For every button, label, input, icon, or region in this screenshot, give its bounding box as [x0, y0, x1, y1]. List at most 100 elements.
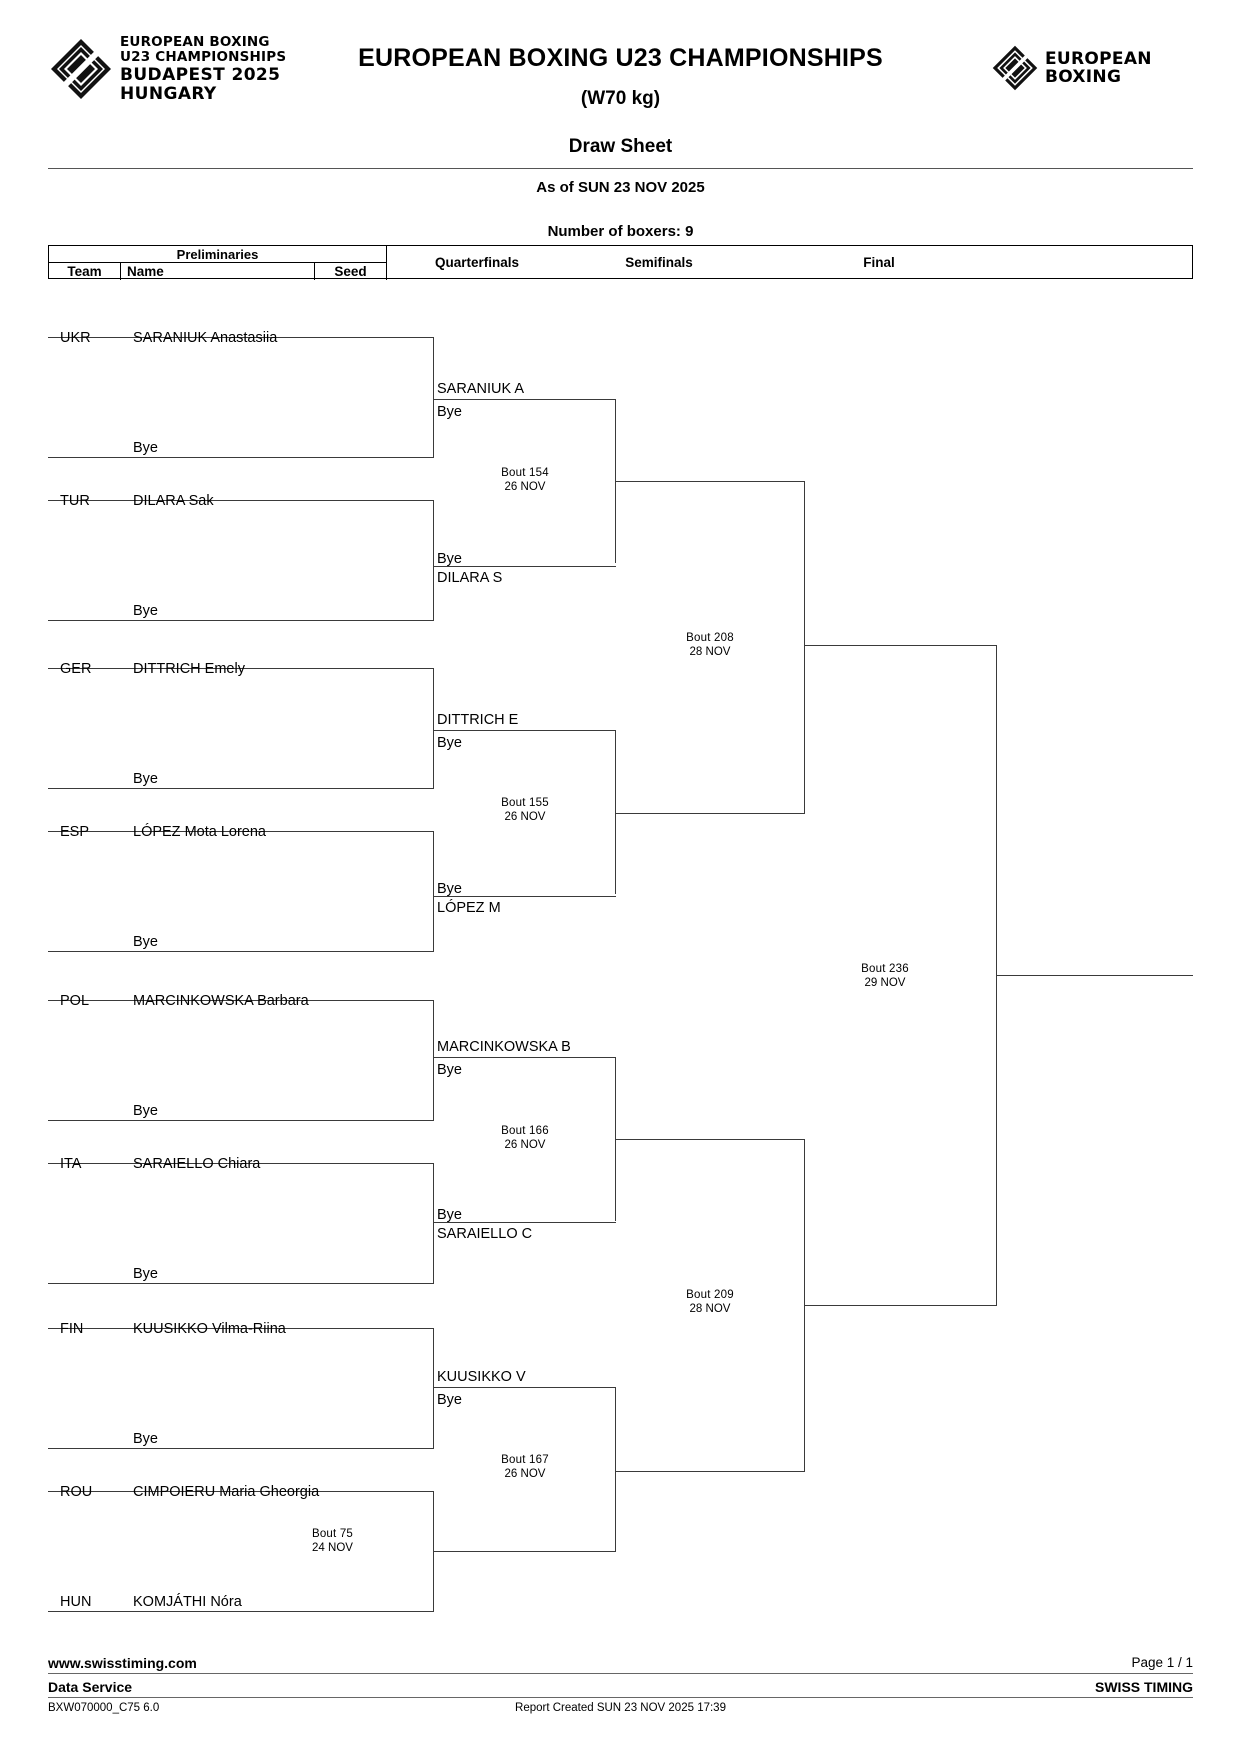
qf-6-top-name: Bye — [437, 1207, 462, 1223]
prelim-line-5-top — [48, 1000, 434, 1002]
final-winner-line — [996, 975, 1193, 977]
prelim-line-2-top — [48, 500, 434, 502]
prelim-team-4: ESP — [60, 824, 90, 840]
qf-4-line-right — [615, 1387, 617, 1551]
column-header-seed: Seed — [315, 263, 387, 280]
prelim-line-6-bottom — [48, 1283, 434, 1285]
sf-bout-209: Bout 209 28 NOV — [640, 1288, 780, 1316]
logo-line-4: HUNGARY — [120, 83, 217, 104]
sf-1-line-right — [804, 481, 806, 814]
qf-bout-154: Bout 154 26 NOV — [455, 466, 595, 494]
prelim-line-6-right — [433, 1163, 435, 1284]
bracket-column-header: Preliminaries Team Name Seed Quarterfina… — [48, 245, 1193, 280]
number-of-boxers: Number of boxers: 9 — [547, 223, 694, 240]
prelim-team-5: POL — [60, 993, 90, 1009]
qf-2-line-top — [433, 730, 616, 732]
prelim-name-7: KUUSIKKO Vilma-Riina — [133, 1321, 286, 1337]
qf-2-top-name: Bye — [437, 551, 462, 567]
european-boxing-diamond-icon — [992, 45, 1038, 91]
final-line-top — [804, 645, 997, 647]
qf-4-top-name: Bye — [437, 881, 462, 897]
qf-3-top-name: DITTRICH E — [437, 712, 519, 728]
prelim-name-2: DILARA Sak — [133, 493, 214, 509]
report-created: Report Created SUN 23 NOV 2025 17:39 — [515, 1702, 726, 1714]
prelim-line-7-bottom — [48, 1448, 434, 1450]
prelim-opponent-1: Bye — [133, 440, 158, 456]
prelim-line-6-top — [48, 1163, 434, 1165]
prelim-line-3-bottom — [48, 788, 434, 790]
logo-line-2: U23 CHAMPIONSHIPS — [120, 49, 287, 65]
qf-3-bottom-name: Bye — [437, 735, 462, 751]
final-bout-236: Bout 236 29 NOV — [810, 962, 960, 990]
championship-logo: EUROPEAN BOXING U23 CHAMPIONSHIPS BUDAPE… — [50, 33, 300, 105]
sf-1-line-top — [615, 481, 805, 483]
column-header-semifinals: Semifinals — [625, 255, 693, 270]
swisstiming-url[interactable]: www.swisstiming.com — [48, 1655, 197, 1671]
qf-4-line-bottom — [433, 1551, 616, 1553]
eb-logo-line-2: BOXING — [1045, 67, 1122, 87]
prelim-bout-75-date: 24 NOV — [312, 1542, 353, 1554]
prelim-opponent-7: Bye — [133, 1431, 158, 1447]
prelim-team-7: FIN — [60, 1321, 84, 1337]
qf-bout-155: Bout 155 26 NOV — [455, 796, 595, 824]
page-number: Page 1 / 1 — [1131, 1655, 1193, 1670]
prelim-name-1: SARANIUK Anastasiia — [133, 330, 278, 346]
prelim-opponent-5: Bye — [133, 1103, 158, 1119]
logo-line-3: BUDAPEST 2025 — [120, 64, 281, 85]
qf-bout-154-date: 26 NOV — [504, 481, 546, 493]
prelim-team-6: ITA — [60, 1156, 82, 1172]
header-divider — [48, 168, 1193, 169]
prelim-team-3: GER — [60, 661, 92, 677]
qf-1-top-name: SARANIUK A — [437, 381, 525, 397]
sf-2-line-top — [615, 1139, 805, 1141]
prelim-line-8-bottom — [48, 1611, 434, 1613]
logo-line-1: EUROPEAN BOXING — [120, 33, 270, 50]
footer-divider-2 — [48, 1697, 1193, 1698]
qf-7-top-name: KUUSIKKO V — [437, 1369, 526, 1385]
prelim-line-2-bottom — [48, 620, 434, 622]
swiss-timing-label: SWISS TIMING — [1095, 1679, 1193, 1695]
sf-bout-208-number: Bout 208 — [686, 632, 734, 644]
sf-bout-208: Bout 208 28 NOV — [640, 631, 780, 659]
qf-2-line-bottom — [433, 896, 616, 898]
prelim-line-5-right — [433, 1000, 435, 1121]
qf-bout-166-number: Bout 166 — [501, 1125, 549, 1137]
qf-bout-154-number: Bout 154 — [501, 467, 549, 479]
qf-3-line-bottom — [433, 1222, 616, 1224]
qf-bout-155-date: 26 NOV — [504, 811, 546, 823]
prelim-line-7-right — [433, 1328, 435, 1449]
prelim-line-1-top — [48, 337, 434, 339]
qf-bout-166: Bout 166 26 NOV — [455, 1124, 595, 1152]
data-service-label: Data Service — [48, 1679, 133, 1695]
sf-1-line-bottom — [615, 813, 805, 815]
qf-4-bottom-name: LÓPEZ M — [437, 900, 501, 916]
prelim-team-9: HUN — [60, 1594, 92, 1610]
qf-2-bottom-name: DILARA S — [437, 570, 503, 586]
prelim-line-8-top — [48, 1491, 434, 1493]
column-header-preliminaries: Preliminaries — [49, 246, 387, 263]
prelim-line-4-right — [433, 831, 435, 952]
page-footer: www.swisstiming.com Page 1 / 1 Data Serv… — [0, 1650, 1241, 1755]
prelim-name-3: DITTRICH Emely — [133, 661, 245, 677]
qf-bout-155-number: Bout 155 — [501, 797, 549, 809]
prelim-bout-75: Bout 75 24 NOV — [275, 1527, 390, 1555]
prelim-opponent-6: Bye — [133, 1266, 158, 1282]
qf-1-line-bottom — [433, 566, 616, 568]
page-header: EUROPEAN BOXING U23 CHAMPIONSHIPS BUDAPE… — [0, 0, 1241, 240]
prelim-name-9: KOMJÁTHI Nóra — [133, 1594, 242, 1610]
final-line-bottom — [804, 1305, 997, 1307]
prelim-team-1: UKR — [60, 330, 91, 346]
prelim-opponent-4: Bye — [133, 934, 158, 950]
sf-bout-209-date: 28 NOV — [689, 1303, 731, 1315]
qf-bout-167-number: Bout 167 — [501, 1454, 549, 1466]
final-bout-236-date: 29 NOV — [864, 977, 906, 989]
prelim-line-3-top — [48, 668, 434, 670]
qf-bout-166-date: 26 NOV — [504, 1139, 546, 1151]
qf-5-bottom-name: Bye — [437, 1062, 462, 1078]
prelim-name-8: CIMPOIERU Maria Gheorgia — [133, 1484, 320, 1500]
qf-6-bottom-name: SARAIELLO C — [437, 1226, 533, 1242]
prelim-line-1-right — [433, 337, 435, 458]
prelim-line-5-bottom — [48, 1120, 434, 1122]
prelim-name-5: MARCINKOWSKA Barbara — [133, 993, 309, 1009]
